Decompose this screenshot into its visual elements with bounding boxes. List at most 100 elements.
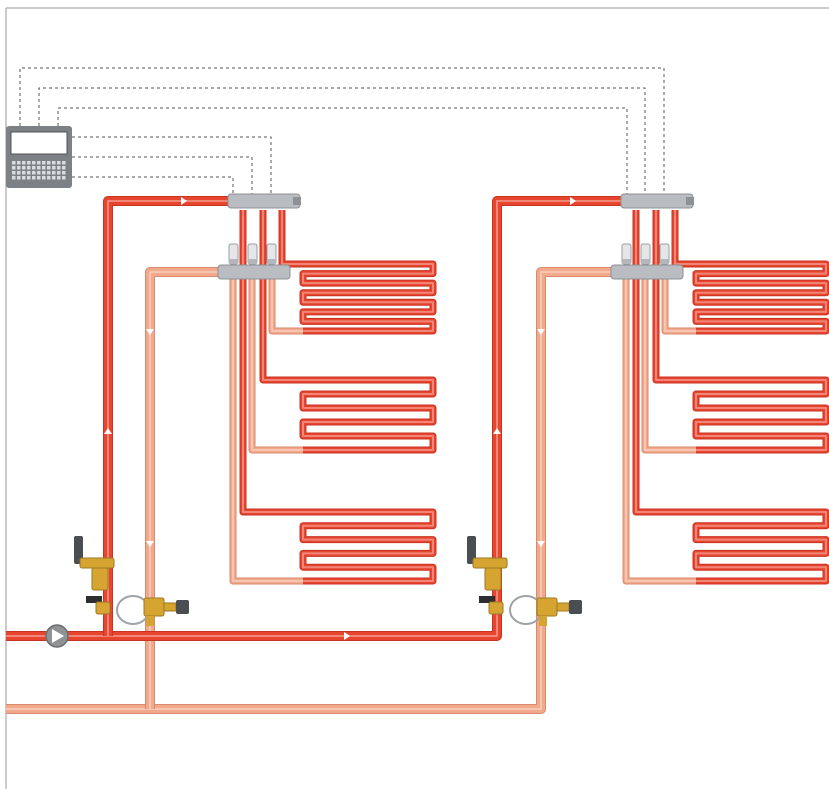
return-piping	[6, 267, 615, 714]
loop-return-leg-highlight	[251, 278, 303, 451]
return-riser-zone1	[146, 268, 222, 709]
keypad-key	[47, 176, 51, 180]
balancing-valve-foot	[146, 616, 154, 626]
actuator-base	[248, 259, 257, 264]
keypad-key	[52, 161, 56, 165]
heating-loop-3	[229, 210, 437, 585]
flow-arrow-icon	[146, 329, 154, 335]
keypad-key	[17, 166, 21, 170]
supply-riser-zone1-edge	[103, 196, 230, 636]
keypad-key	[17, 176, 21, 180]
supply-manifold	[227, 193, 301, 209]
supply-manifold-cap	[686, 197, 694, 205]
valve-handle-icon	[467, 536, 476, 564]
keypad-key	[32, 171, 36, 175]
heating-loop-3	[622, 210, 829, 585]
keypad-key	[52, 176, 56, 180]
balancing-valve-neck	[556, 602, 570, 612]
heating-loop-1	[661, 210, 829, 335]
zone-valve-outlet	[95, 601, 111, 615]
keypad-key	[22, 161, 26, 165]
loop-return-leg	[642, 278, 696, 453]
keypad-key	[32, 166, 36, 170]
zone-valve-label-plate	[86, 596, 102, 603]
loop-return-leg-highlight	[271, 278, 303, 332]
return-riser-zone1-edge	[145, 267, 222, 709]
keypad-key	[62, 171, 66, 175]
actuator-base	[641, 259, 650, 264]
loop-return-leg-edge	[268, 278, 303, 335]
heating-loop-2	[641, 210, 829, 454]
keypad-key	[42, 166, 46, 170]
loop-supply-coil	[240, 210, 436, 584]
flow-arrow-icon	[493, 428, 501, 434]
keypad-key	[42, 176, 46, 180]
loop-supply-coil-highlight	[655, 210, 827, 451]
return-main-zone2	[6, 268, 615, 713]
keypad-key	[47, 171, 51, 175]
keypad-key	[17, 161, 21, 165]
balancing-valve-body	[536, 597, 558, 617]
keypad-key	[62, 176, 66, 180]
loop-return-leg-highlight	[625, 278, 696, 582]
actuator-base	[660, 259, 669, 264]
zone-valve-body	[472, 557, 508, 569]
keypad-key	[32, 176, 36, 180]
supply-manifold	[620, 193, 694, 209]
heating-loop-1	[268, 210, 437, 335]
actuator-base	[229, 259, 238, 264]
zone-valve-outlet	[488, 601, 504, 615]
keypad-key	[22, 176, 26, 180]
loop-supply-coil	[260, 210, 436, 453]
loop-return-leg	[230, 278, 303, 584]
return-manifold	[217, 264, 291, 280]
keypad-key	[57, 166, 61, 170]
keypad-key	[17, 171, 21, 175]
flow-arrow-icon	[344, 632, 350, 640]
keypad-key	[37, 166, 41, 170]
valve-handle-icon	[74, 536, 83, 564]
flow-arrow-icon	[104, 428, 112, 434]
control-wire-4	[72, 136, 272, 195]
loop-supply-coil-highlight	[262, 210, 434, 451]
flow-arrow-icon	[570, 197, 576, 205]
keypad-key	[22, 171, 26, 175]
flow-arrow-icon	[146, 541, 154, 547]
keypad-key	[52, 171, 56, 175]
zone-valve-stem	[91, 567, 109, 591]
zone-1	[74, 193, 437, 626]
loop-return-leg-highlight	[232, 278, 303, 582]
return-manifold	[610, 264, 684, 280]
keypad-key	[57, 171, 61, 175]
return-riser-zone1-highlight	[149, 271, 222, 709]
keypad-key	[12, 176, 16, 180]
balancing-valve-neck	[163, 602, 177, 612]
keypad-key	[47, 161, 51, 165]
flow-arrows	[104, 197, 576, 640]
actuator-base	[622, 259, 631, 264]
balancing-valve-knob	[569, 600, 582, 614]
controller[interactable]	[6, 126, 72, 188]
loop-return-leg-edge	[661, 278, 696, 335]
keypad-key	[57, 161, 61, 165]
controller-keypad-icon	[12, 161, 66, 180]
loop-supply-coil-highlight	[635, 210, 827, 582]
return-main-zone2-highlight	[6, 271, 615, 710]
loop-supply-coil	[653, 210, 829, 453]
control-wire-2	[38, 87, 646, 195]
keypad-key	[37, 161, 41, 165]
zones	[74, 193, 829, 626]
loop-return-leg	[623, 278, 696, 584]
control-wiring	[19, 67, 665, 195]
keypad-key	[57, 176, 61, 180]
loop-return-leg	[662, 278, 696, 334]
zone-2	[467, 193, 829, 626]
loop-supply-coil	[672, 210, 829, 334]
keypad-key	[62, 166, 66, 170]
supply-piping	[6, 196, 622, 641]
keypad-key	[12, 161, 16, 165]
circulation-pump[interactable]	[45, 624, 69, 648]
keypad-key	[27, 171, 31, 175]
